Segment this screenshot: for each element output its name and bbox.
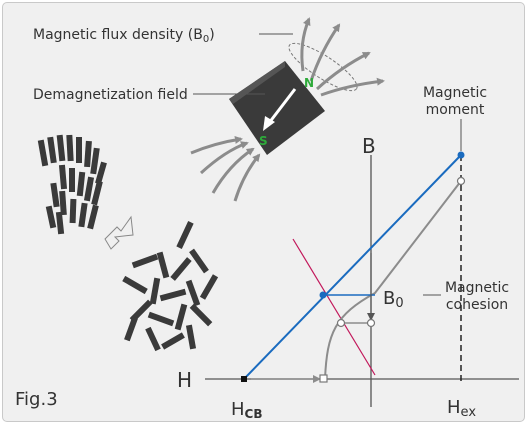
b-axis-cohesion-marker bbox=[366, 318, 376, 328]
fig3-diagram: Magnetic flux density (B0) N S Demagneti… bbox=[15, 17, 519, 421]
bh-graph: B H B0 HCB Hex Magnetic moment Magnetic bbox=[177, 85, 519, 421]
demagnetization-arrow bbox=[267, 88, 297, 124]
hcb-label: HCB bbox=[231, 399, 263, 421]
demagnetization-arrow-head bbox=[263, 116, 275, 131]
magnet-top-face bbox=[229, 61, 285, 104]
demagnetization-load-line bbox=[292, 238, 376, 376]
figure-label: Fig.3 bbox=[15, 389, 58, 410]
magnetic-cohesion-label-1: Magnetic bbox=[445, 280, 509, 296]
aligned-grains bbox=[37, 134, 107, 235]
b-axis-label: B bbox=[362, 134, 376, 158]
north-flux-arrows bbox=[300, 17, 385, 97]
hcb-marker bbox=[241, 376, 247, 382]
magnetic-moment-label-1: Magnetic bbox=[423, 85, 487, 101]
operating-point-marker bbox=[319, 291, 327, 299]
magnetic-moment-label-2: moment bbox=[426, 102, 485, 118]
magnetic-cohesion-label-2: cohesion bbox=[446, 297, 508, 313]
cohesion-operating-marker bbox=[336, 318, 346, 328]
moment-point-marker bbox=[457, 151, 465, 159]
demagnetization-label: Demagnetization field bbox=[33, 87, 188, 103]
south-flux-arrows bbox=[190, 135, 261, 202]
shifted-hcb-marker bbox=[319, 374, 328, 383]
magnetic-cohesion-curve bbox=[324, 180, 462, 380]
magnet-illustration: Magnetic flux density (B0) N S Demagneti… bbox=[33, 17, 385, 202]
random-grains bbox=[122, 221, 219, 352]
flux-density-label: Magnetic flux density (B0) bbox=[33, 27, 215, 45]
cohesion-point-marker bbox=[456, 176, 466, 186]
b0-label: B0 bbox=[383, 288, 404, 311]
hex-label: Hex bbox=[447, 397, 476, 420]
flux-region-outline bbox=[288, 42, 358, 92]
magnetic-moment-line bbox=[243, 154, 462, 380]
h-axis-label: H bbox=[177, 368, 192, 392]
north-pole-label: N bbox=[304, 76, 314, 90]
transition-arrow-icon bbox=[104, 215, 134, 250]
south-pole-label: S bbox=[259, 134, 268, 148]
